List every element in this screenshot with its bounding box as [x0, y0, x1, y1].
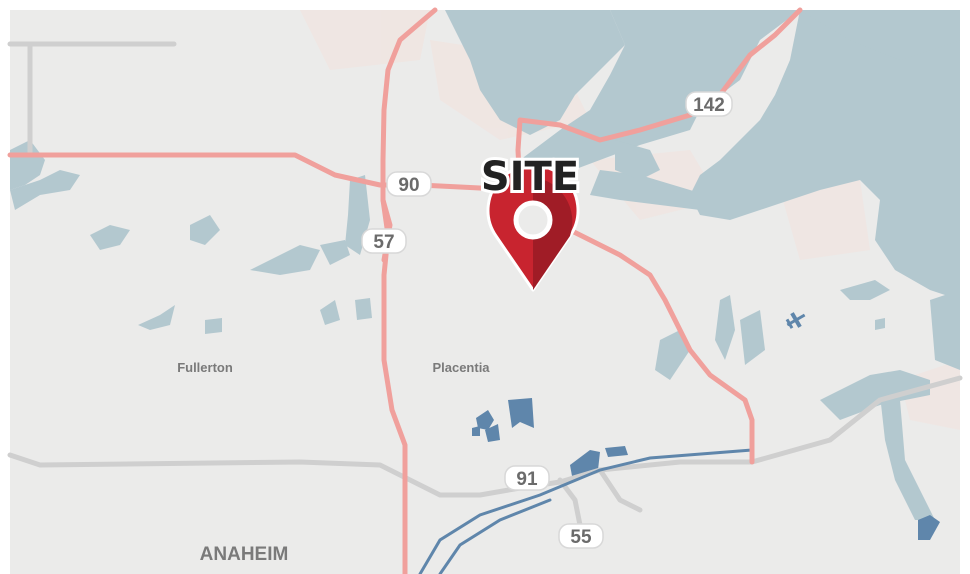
shield-background: [504, 465, 550, 491]
highways: [7, 7, 803, 574]
route-shield-57: 57: [361, 228, 407, 254]
route-number: 57: [373, 232, 394, 253]
small-ponds: [138, 298, 885, 334]
railway-lines: [418, 448, 754, 574]
place-label-fullerton: Fullerton: [177, 360, 233, 375]
route-number: 90: [398, 175, 419, 196]
route-number: 91: [516, 469, 538, 490]
route-shield-91: 91: [504, 465, 550, 491]
route-shield-142: 142: [685, 91, 733, 117]
shield-background: [386, 171, 432, 197]
shield-background: [361, 228, 407, 254]
route-number: 142: [693, 95, 725, 116]
site-marker[interactable]: SITE: [478, 151, 582, 292]
route-number: 55: [570, 527, 592, 548]
shield-background: [685, 91, 733, 117]
route-shield-90: 90: [386, 171, 432, 197]
site-label: SITE: [481, 154, 579, 200]
airport-icon: [785, 312, 806, 329]
pin-hole: [513, 200, 553, 240]
shield-background: [558, 523, 604, 549]
route-shield-55: 55: [558, 523, 604, 549]
place-label-anaheim: ANAHEIM: [200, 544, 289, 565]
place-label-placentia: Placentia: [432, 360, 490, 375]
